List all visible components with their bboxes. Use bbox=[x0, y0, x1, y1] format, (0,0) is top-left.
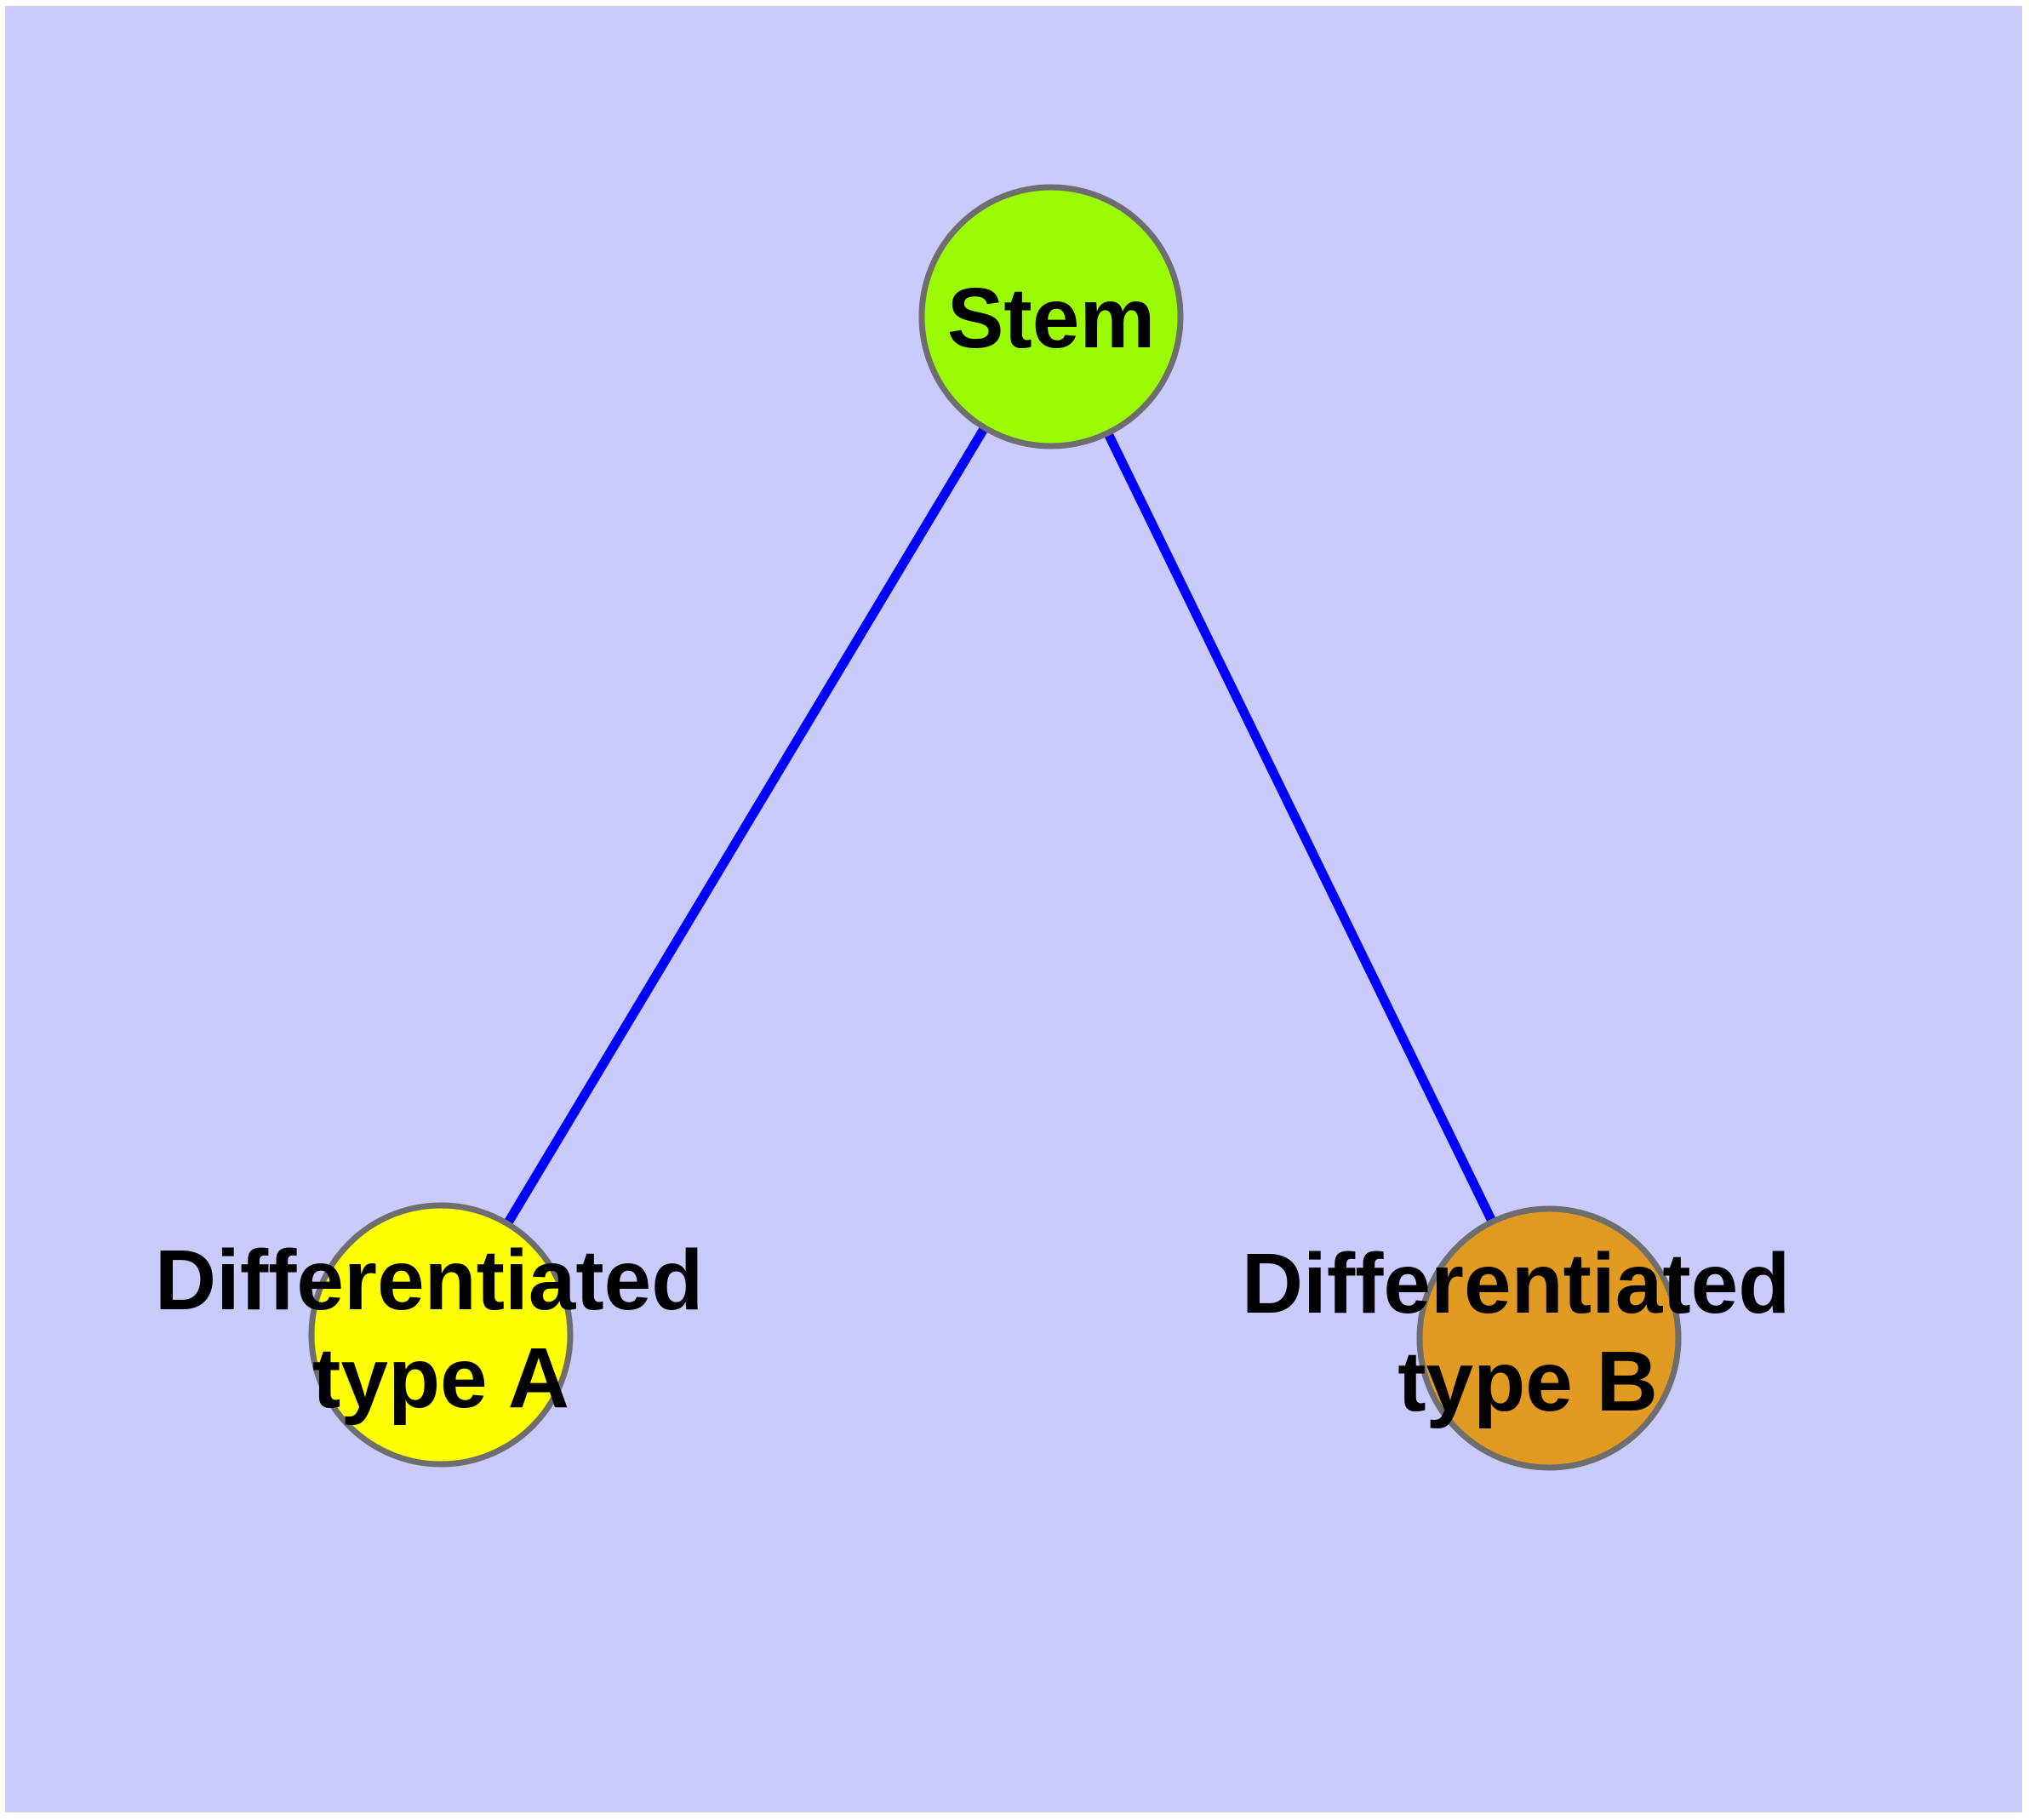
node-label-stem: Stem bbox=[947, 271, 1156, 366]
edge-layer bbox=[437, 314, 1553, 1341]
edge-stem-to-diff-b[interactable] bbox=[1047, 314, 1553, 1341]
node-diff-b[interactable] bbox=[1416, 1205, 1682, 1471]
label-layer: Stem Differentiated type A Differentiate… bbox=[155, 271, 1814, 1429]
node-label-stem-line-1: Stem bbox=[947, 271, 1156, 366]
node-label-diff-b-line-2: type B bbox=[1397, 1334, 1658, 1429]
node-label-diff-b: Differentiated type B bbox=[1242, 1236, 1814, 1429]
node-layer bbox=[308, 184, 1682, 1471]
node-label-diff-b-line-1: Differentiated bbox=[1242, 1236, 1791, 1331]
node-label-diff-a-line-2: type A bbox=[312, 1331, 569, 1426]
node-label-diff-a-line-1: Differentiated bbox=[155, 1233, 704, 1328]
node-label-diff-a: Differentiated type A bbox=[155, 1233, 727, 1426]
edge-stem-to-diff-a[interactable] bbox=[437, 314, 1055, 1337]
node-stem[interactable] bbox=[918, 184, 1184, 449]
node-diff-a[interactable] bbox=[308, 1202, 574, 1468]
